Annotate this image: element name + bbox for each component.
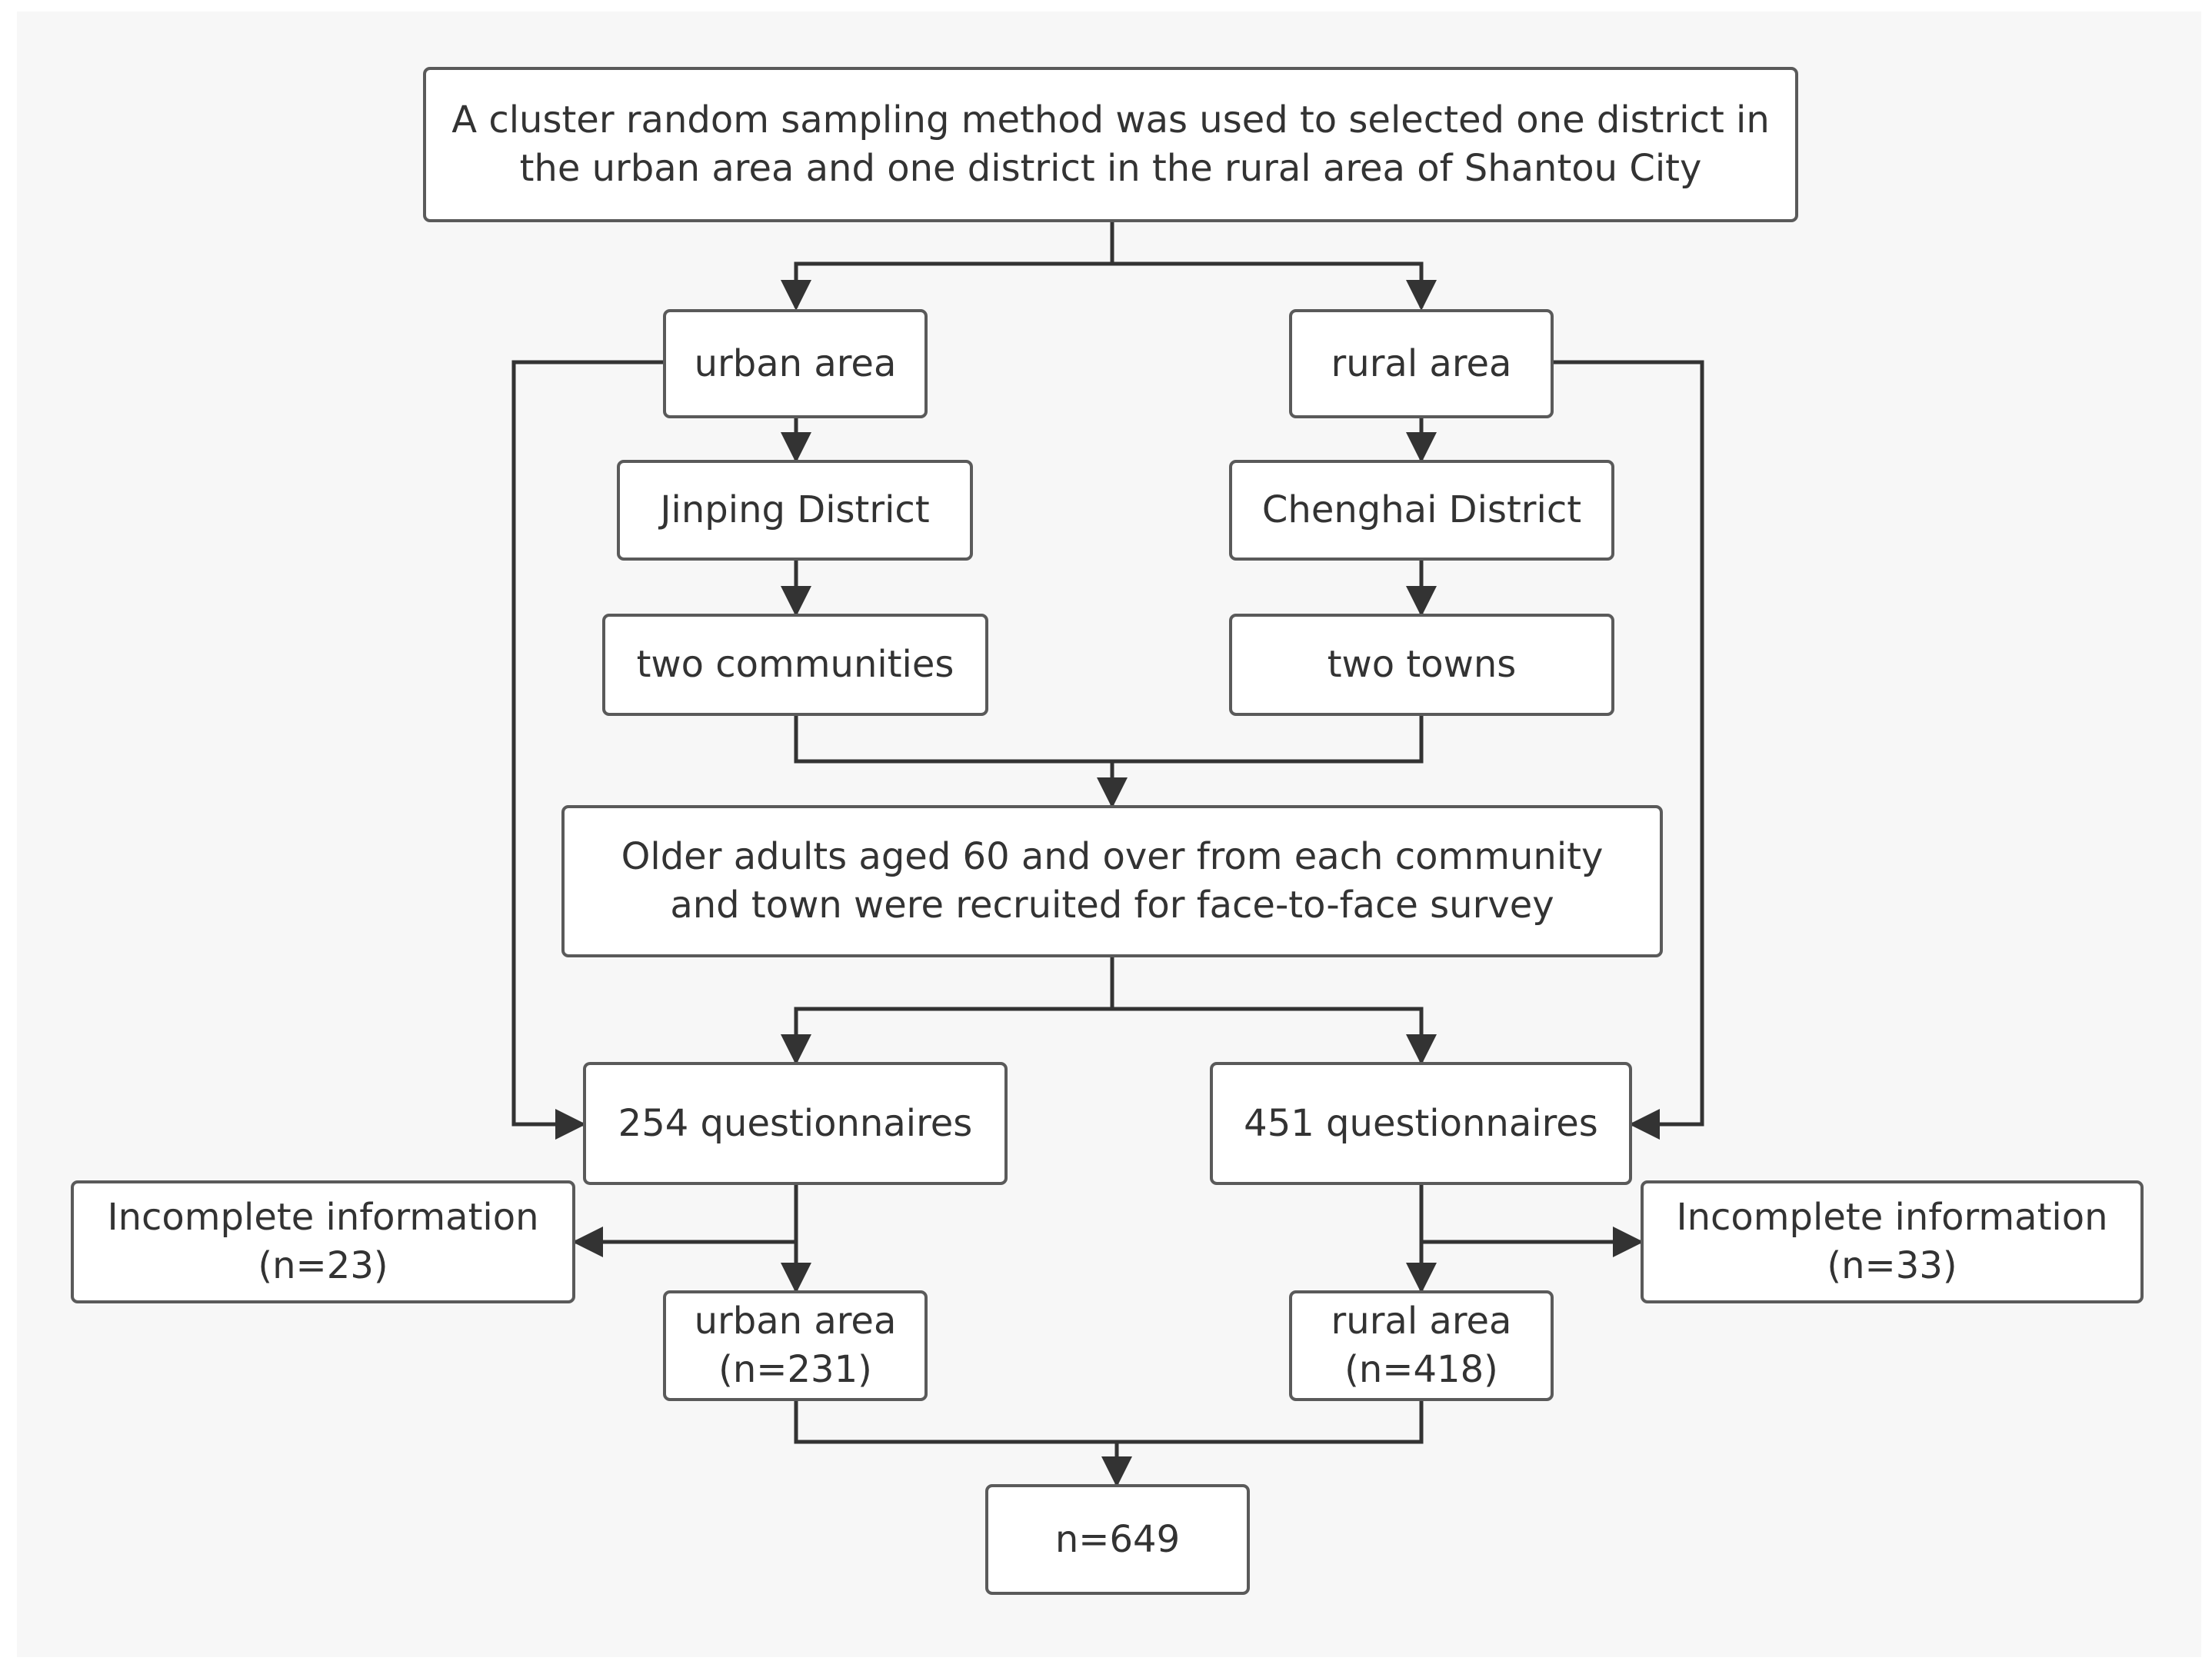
connector-rural-final-merge bbox=[1117, 1400, 1424, 1444]
connector-urban-bypass bbox=[511, 360, 663, 1140]
total-text: n=649 bbox=[1054, 1517, 1181, 1561]
rural-questionnaires-text: 451 questionnaires bbox=[1244, 1101, 1598, 1145]
box-rural-area: rural area bbox=[1289, 309, 1554, 418]
box-urban-final: urban area (n=231) bbox=[663, 1290, 928, 1401]
connector-older-to-rural-questionnaires bbox=[1112, 1007, 1437, 1066]
connector-communities-merge bbox=[794, 714, 1112, 764]
box-incomplete-right: Incomplete information (n=33) bbox=[1641, 1180, 2144, 1303]
box-rural-final: rural area (n=418) bbox=[1289, 1290, 1554, 1401]
urban-area-text: urban area bbox=[694, 341, 897, 385]
two-communities-text: two communities bbox=[636, 643, 954, 686]
box-urban-questionnaires: 254 questionnaires bbox=[583, 1062, 1008, 1185]
two-towns-text: two towns bbox=[1327, 643, 1517, 686]
box-jinping-district: Jinping District bbox=[617, 460, 973, 561]
incomplete-left-text: Incomplete information (n=23) bbox=[107, 1196, 539, 1287]
older-adults-text: Older adults aged 60 and over from each … bbox=[621, 835, 1604, 927]
box-incomplete-left: Incomplete information (n=23) bbox=[71, 1180, 575, 1303]
connector-top-to-rural bbox=[1112, 261, 1437, 311]
urban-questionnaires-text: 254 questionnaires bbox=[618, 1101, 973, 1145]
box-sampling-method: A cluster random sampling method was use… bbox=[423, 67, 1798, 222]
box-two-towns: two towns bbox=[1229, 614, 1614, 716]
connector-towns-merge bbox=[1112, 714, 1424, 764]
box-two-communities: two communities bbox=[602, 614, 988, 716]
box-total: n=649 bbox=[985, 1484, 1250, 1595]
incomplete-right-text: Incomplete information (n=33) bbox=[1676, 1196, 2108, 1287]
box-older-adults: Older adults aged 60 and over from each … bbox=[561, 805, 1663, 957]
connector-urban-final-merge bbox=[794, 1400, 1117, 1444]
sampling-method-text: A cluster random sampling method was use… bbox=[451, 98, 1770, 190]
connector-top-to-urban bbox=[781, 261, 1112, 311]
rural-final-text: rural area (n=418) bbox=[1331, 1300, 1512, 1391]
box-rural-questionnaires: 451 questionnaires bbox=[1210, 1062, 1632, 1185]
rural-area-text: rural area bbox=[1331, 341, 1512, 385]
connector-rural-bypass bbox=[1554, 360, 1704, 1140]
box-urban-area: urban area bbox=[663, 309, 928, 418]
box-chenghai-district: Chenghai District bbox=[1229, 460, 1614, 561]
urban-final-text: urban area (n=231) bbox=[694, 1300, 897, 1391]
jinping-district-text: Jinping District bbox=[660, 488, 930, 531]
connector-older-to-urban-questionnaires bbox=[781, 1007, 1112, 1066]
chenghai-district-text: Chenghai District bbox=[1261, 488, 1582, 531]
